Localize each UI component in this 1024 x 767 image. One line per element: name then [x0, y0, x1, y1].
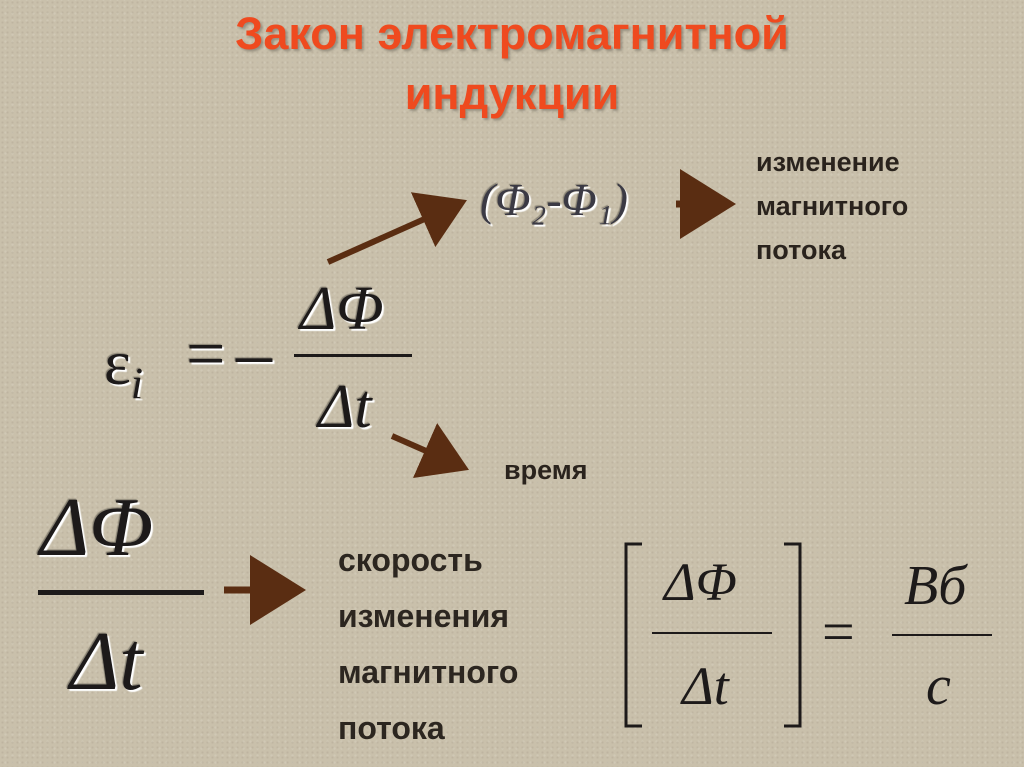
flux-change-label-line-3: потока: [756, 235, 847, 265]
flux-change-label-line-1: изменение: [756, 147, 900, 177]
units-denominator: Δt: [682, 656, 729, 716]
unit-denominator: с: [926, 655, 951, 717]
slide-title: Закон электромагнитной индукции: [0, 4, 1024, 124]
right-bracket: [784, 542, 802, 728]
units-fraction-bar: [652, 632, 772, 634]
rate-denominator: Δt: [70, 615, 143, 708]
left-bracket: [624, 542, 642, 728]
flux-change-label-line-2: магнитного: [756, 191, 909, 221]
title-line-1: Закон электромагнитной: [235, 8, 789, 59]
rate-fraction-bar: [38, 590, 204, 595]
unit-fraction-bar: [892, 634, 992, 636]
flux-change-label: изменение магнитного потока: [756, 140, 908, 272]
main-denominator: Δt: [318, 373, 372, 441]
emf-symbol: εi: [104, 327, 144, 409]
main-equals: =: [186, 316, 226, 393]
main-fraction-bar: [294, 354, 412, 357]
units-equals: =: [822, 599, 855, 664]
time-label: время: [504, 455, 588, 485]
unit-brackets: [624, 542, 802, 728]
rate-label-line-3: магнитного: [338, 654, 519, 690]
rate-label-line-2: изменения: [338, 598, 510, 634]
units-numerator: ΔΦ: [664, 552, 737, 612]
emf-letter: ε: [104, 327, 131, 398]
rate-label-line-1: скорость: [338, 542, 483, 578]
emf-subscript: i: [130, 359, 144, 408]
arrow-to-time: [390, 423, 469, 478]
flux-change-formula: (Φ₂-Φ₁): [480, 174, 628, 225]
rate-label: скорость изменения магнитного потока: [338, 532, 518, 756]
arrow-to-flux-change: [326, 192, 467, 265]
rate-numerator: ΔΦ: [40, 481, 154, 574]
main-numerator: ΔΦ: [300, 275, 384, 343]
title-line-2: индукции: [404, 68, 620, 119]
unit-numerator: Вб: [904, 555, 967, 617]
rate-label-line-4: потока: [338, 710, 445, 746]
main-minus: –: [236, 313, 272, 393]
